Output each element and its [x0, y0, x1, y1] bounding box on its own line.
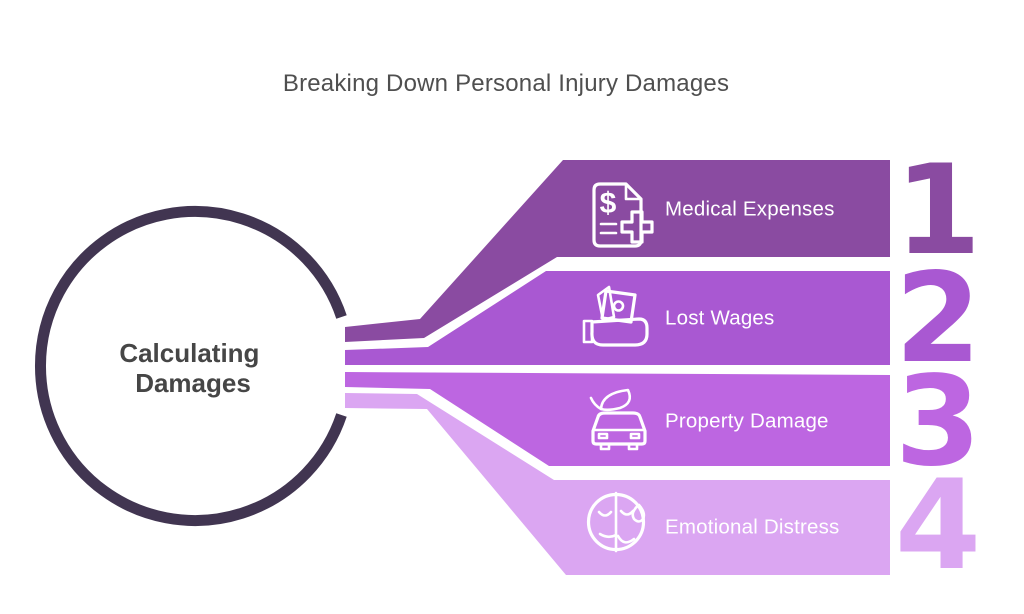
item-label: Emotional Distress: [665, 516, 840, 539]
center-circle: [35, 206, 347, 526]
page-title: Breaking Down Personal Injury Damages: [283, 70, 729, 97]
leaf-stem: [589, 396, 603, 411]
sad-face-icon: [586, 491, 646, 553]
dollar-sign: $: [600, 187, 617, 220]
tear-drop: [631, 503, 646, 523]
car-wheels: [599, 442, 639, 451]
item-label: Medical Expenses: [665, 198, 835, 221]
ribbon-property-damage: Property Damage 3: [345, 347, 984, 497]
ribbon-shape: [345, 393, 890, 575]
center-label-line2: Damages: [135, 368, 251, 398]
ribbon-emotional-distress: Emotional Distress 4: [345, 393, 984, 601]
item-number: 1: [895, 139, 981, 283]
item-number: 4: [895, 454, 981, 598]
ribbon-lost-wages: Lost Wages 2: [345, 244, 984, 394]
item-number: 3: [895, 350, 981, 494]
banknote-front: [600, 289, 637, 324]
car-headlights: [597, 432, 641, 440]
item-number: 2: [895, 247, 981, 391]
ribbon-shape: [345, 160, 890, 342]
left-mouth: [598, 532, 618, 539]
ribbon-shape: [345, 271, 890, 365]
coin-mark: [612, 300, 625, 312]
item-label: Lost Wages: [665, 307, 775, 330]
money-hand-icon: [582, 285, 649, 347]
bill-text-lines: [599, 222, 618, 235]
leaf: [599, 388, 632, 412]
car-body: [591, 411, 647, 446]
bill-folded-corner: [624, 182, 643, 201]
ribbon-shape: [345, 372, 890, 466]
car-leaf-icon: [589, 388, 647, 451]
center-label: Calculating Damages: [119, 338, 266, 398]
left-eye: [597, 510, 613, 517]
medical-cross: [620, 210, 654, 244]
center-label-line1: Calculating: [119, 338, 259, 368]
hand-fist: [590, 317, 649, 347]
right-mouth: [616, 534, 636, 544]
ribbon-medical-expenses: $ Medical Expenses 1: [345, 136, 984, 342]
item-label: Property Damage: [665, 410, 829, 433]
medical-bill-icon: $: [592, 182, 654, 248]
hand-cuff: [582, 319, 594, 344]
